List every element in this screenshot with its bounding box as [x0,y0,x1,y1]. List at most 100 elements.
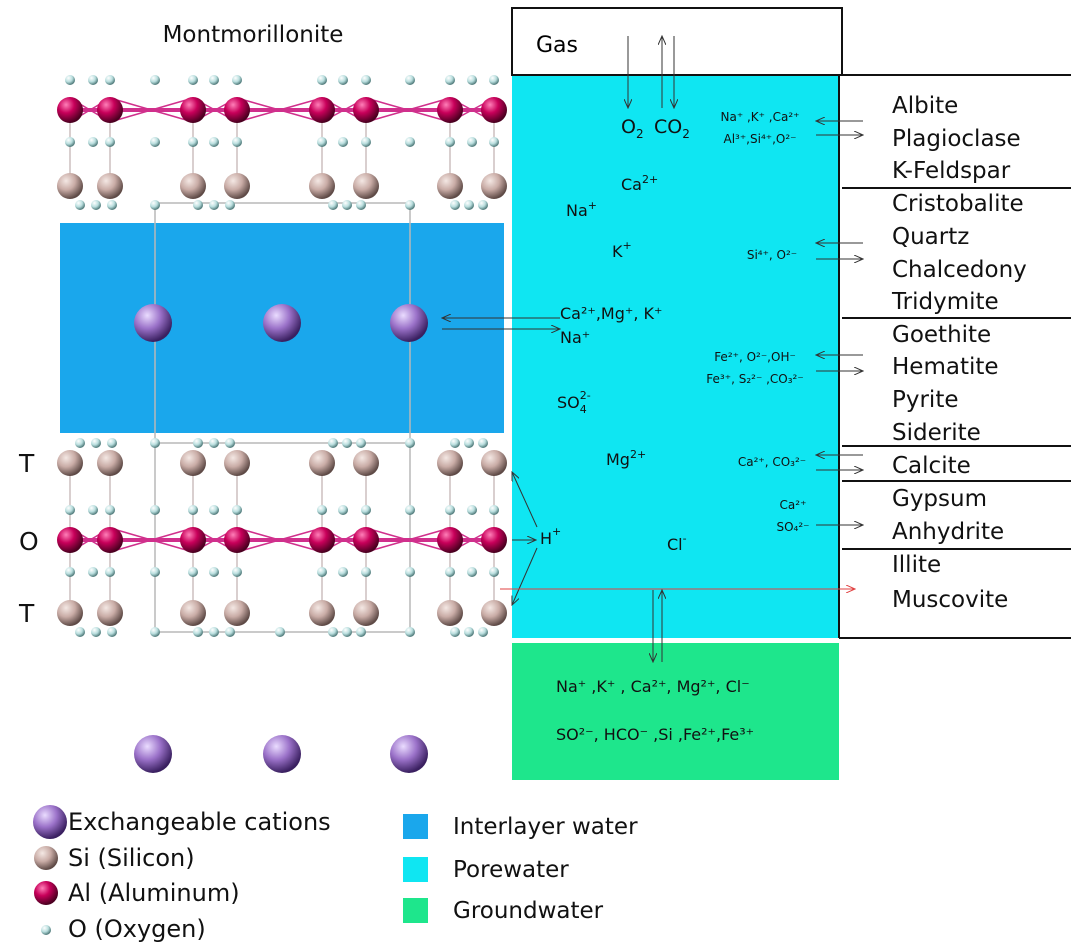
o-atom [209,75,219,85]
si-atom [309,173,335,199]
legend-oxygen: O (Oxygen) [68,915,206,943]
o-atom [150,567,160,577]
ion-ca: Ca2+ [621,173,658,194]
o-atom [91,438,101,448]
o-atom [445,137,455,147]
si-atom [224,173,250,199]
si-atom [437,600,463,626]
proton-arrows [512,472,538,605]
bond-line [109,97,194,123]
exchangeable-cation-atom [134,735,172,773]
o-atom [445,505,455,515]
o-atom [232,505,242,515]
o-atom [75,200,85,210]
o-atom [356,438,366,448]
o-atom [450,200,460,210]
interlayer-water-swatch [403,814,428,839]
bond-line [236,527,323,553]
ion-exchange-cations-line2: Na⁺ [560,328,590,347]
o-atom [91,627,101,637]
al-atom [437,527,463,553]
o-atom [445,75,455,85]
bond-line [365,97,451,123]
o-atom [445,567,455,577]
mineral-names: Albite Plagioclase K-Feldspar Cristobali… [891,93,1027,613]
o-atom [317,567,327,577]
feldspar-ions-line2: Al³⁺,Si⁴⁺,O²⁻ [723,132,796,146]
bond-line [109,527,194,553]
feldspar-ions-line1: Na⁺ ,K⁺ ,Ca²⁺ [720,110,799,124]
ion-so4: SO42- [557,389,591,416]
al-atom [309,97,335,123]
o-atom [275,627,285,637]
o-atom [232,137,242,147]
o-atom [467,137,477,147]
o-atom [489,567,499,577]
o-atom [188,567,198,577]
groundwater-ions: Na⁺ ,K⁺ , Ca²⁺, Mg²⁺, Cl⁻ SO²⁻, HCO⁻ ,Si… [556,677,754,744]
mineral-tridymite: Tridymite [891,289,999,315]
groundwater-ions-line2: SO²⁻, HCO⁻ ,Si ,Fe²⁺,Fe³⁺ [556,725,754,744]
al-atom [353,97,379,123]
si-atom [437,173,463,199]
o-atom [405,75,415,85]
iron-ions-line2: Fe³⁺, S₂²⁻ ,CO₃²⁻ [706,372,803,386]
mineral-muscovite: Muscovite [892,587,1008,613]
mineral-ion-labels: Na⁺ ,K⁺ ,Ca²⁺ Al³⁺,Si⁴⁺,O²⁻ Si⁴⁺, O²⁻ Fe… [706,110,809,534]
bond-line [236,97,323,123]
o-atom [338,75,348,85]
legend-interlayer-water: Interlayer water [453,814,638,840]
o-atom [65,505,75,515]
o-atom [65,75,75,85]
si-atom [224,600,250,626]
sulfate-ions-line1: Ca²⁺ [780,498,807,512]
mineral-quartz: Quartz [892,224,969,250]
ion-co2: CO2 [654,116,690,141]
si-atom [353,600,379,626]
o-atom [225,200,235,210]
mineral-cristobalite: Cristobalite [892,191,1024,217]
si-sphere-icon [34,846,58,870]
mineral-illite: Illite [892,552,941,578]
o-atom [467,567,477,577]
o-atom [342,200,352,210]
o-atom [467,505,477,515]
legend-exchangeable-cations: Exchangeable cations [68,808,331,836]
al-atom [481,527,507,553]
o-atom [338,567,348,577]
groundwater-swatch [403,898,428,923]
o-atom [107,627,117,637]
legend-silicon: Si (Silicon) [68,844,195,872]
o-atom [405,627,415,637]
o-atom [105,567,115,577]
al-atom [180,97,206,123]
o-atom [361,75,371,85]
cation-sphere-icon [33,805,67,839]
o-atom [478,200,488,210]
si-atom [353,173,379,199]
o-atom [150,137,160,147]
si-atom [481,600,507,626]
o-atom [188,505,198,515]
o-atom [342,627,352,637]
o-atom [489,137,499,147]
groundwater-ions-line1: Na⁺ ,K⁺ , Ca²⁺, Mg²⁺, Cl⁻ [556,677,750,696]
ion-o2: O2 [621,116,644,141]
cation-exchange-arrows [442,318,560,329]
o-atom [232,75,242,85]
o-atom [464,438,474,448]
si-atom [481,450,507,476]
al-atom [97,97,123,123]
o-atom [478,438,488,448]
groundwater-region [512,643,839,780]
si-atom [353,450,379,476]
o-atom [150,505,160,515]
o-atom [209,438,219,448]
al-atom [97,527,123,553]
o-atom [75,627,85,637]
o-atom [88,567,98,577]
o-atom [464,200,474,210]
mineral-hematite: Hematite [892,354,999,380]
o-atom [489,505,499,515]
gas-box [511,7,843,76]
